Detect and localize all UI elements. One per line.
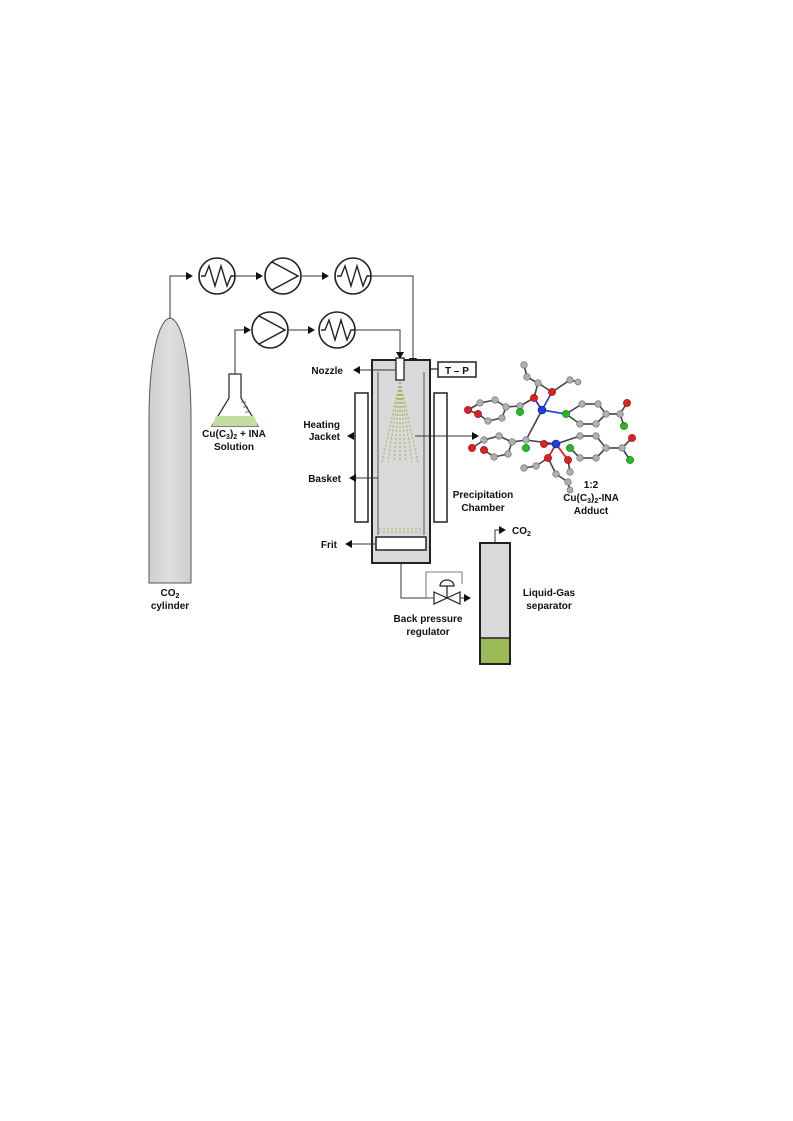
co2-cylinder-label-line1: CO2: [161, 588, 180, 600]
chamber-outlet-line: [400, 563, 434, 599]
flask-graduations: [241, 401, 250, 413]
adduct-molecule: [464, 361, 636, 494]
frit-label: Frit: [321, 540, 338, 551]
heating-jacket-right: [433, 392, 448, 523]
adduct-label-line2: Cu(C3)2-INA: [563, 493, 619, 505]
adduct-label-line3: Adduct: [574, 506, 609, 517]
precipitation-chamber-label-line1: Precipitation: [453, 490, 514, 501]
co2-preheater: [334, 257, 372, 295]
heating-jacket-label-line1: Heating: [303, 420, 340, 431]
nozzle: [395, 357, 405, 381]
separator-label-line2: separator: [526, 601, 572, 612]
solution-heater: [318, 311, 356, 349]
solution-liquid: [212, 416, 258, 426]
co2-feed-line: [169, 272, 193, 318]
frit: [375, 536, 427, 551]
solution-feed-line: [234, 326, 251, 374]
heating-jacket-label-line2: Jacket: [309, 432, 341, 443]
solution-label-line2: Solution: [214, 442, 254, 453]
heating-jacket-left: [354, 392, 369, 523]
co2-vent-label: CO2: [512, 526, 531, 538]
regulator-label-line1: Back pressure: [394, 614, 463, 625]
precipitation-chamber-label-line2: Chamber: [461, 503, 504, 514]
co2-precooler: [198, 257, 236, 295]
solution-to-nozzle-line: [355, 329, 404, 359]
nozzle-label: Nozzle: [311, 366, 343, 377]
spray-cone: [381, 381, 419, 463]
solution-label-line1: Cu(C3)2 + INA: [202, 429, 266, 441]
tp-box: [437, 361, 477, 378]
co2-vent-line: [494, 526, 506, 543]
separator-liquid: [481, 638, 509, 663]
co2-cylinder-label-line2: cylinder: [151, 601, 189, 612]
collected-particles: [379, 528, 423, 533]
regulator-label-line2: regulator: [406, 627, 449, 638]
solution-pump: [251, 311, 289, 349]
co2-to-chamber-line: [371, 275, 417, 365]
adduct-label-line1: 1:2: [584, 480, 599, 491]
tp-label: T – P: [445, 366, 469, 377]
back-pressure-regulator: [425, 571, 463, 605]
co2-pump: [264, 257, 302, 295]
separator-label-line1: Liquid-Gas: [523, 588, 576, 599]
co2-cylinder: [148, 317, 192, 584]
basket-label: Basket: [308, 474, 341, 485]
